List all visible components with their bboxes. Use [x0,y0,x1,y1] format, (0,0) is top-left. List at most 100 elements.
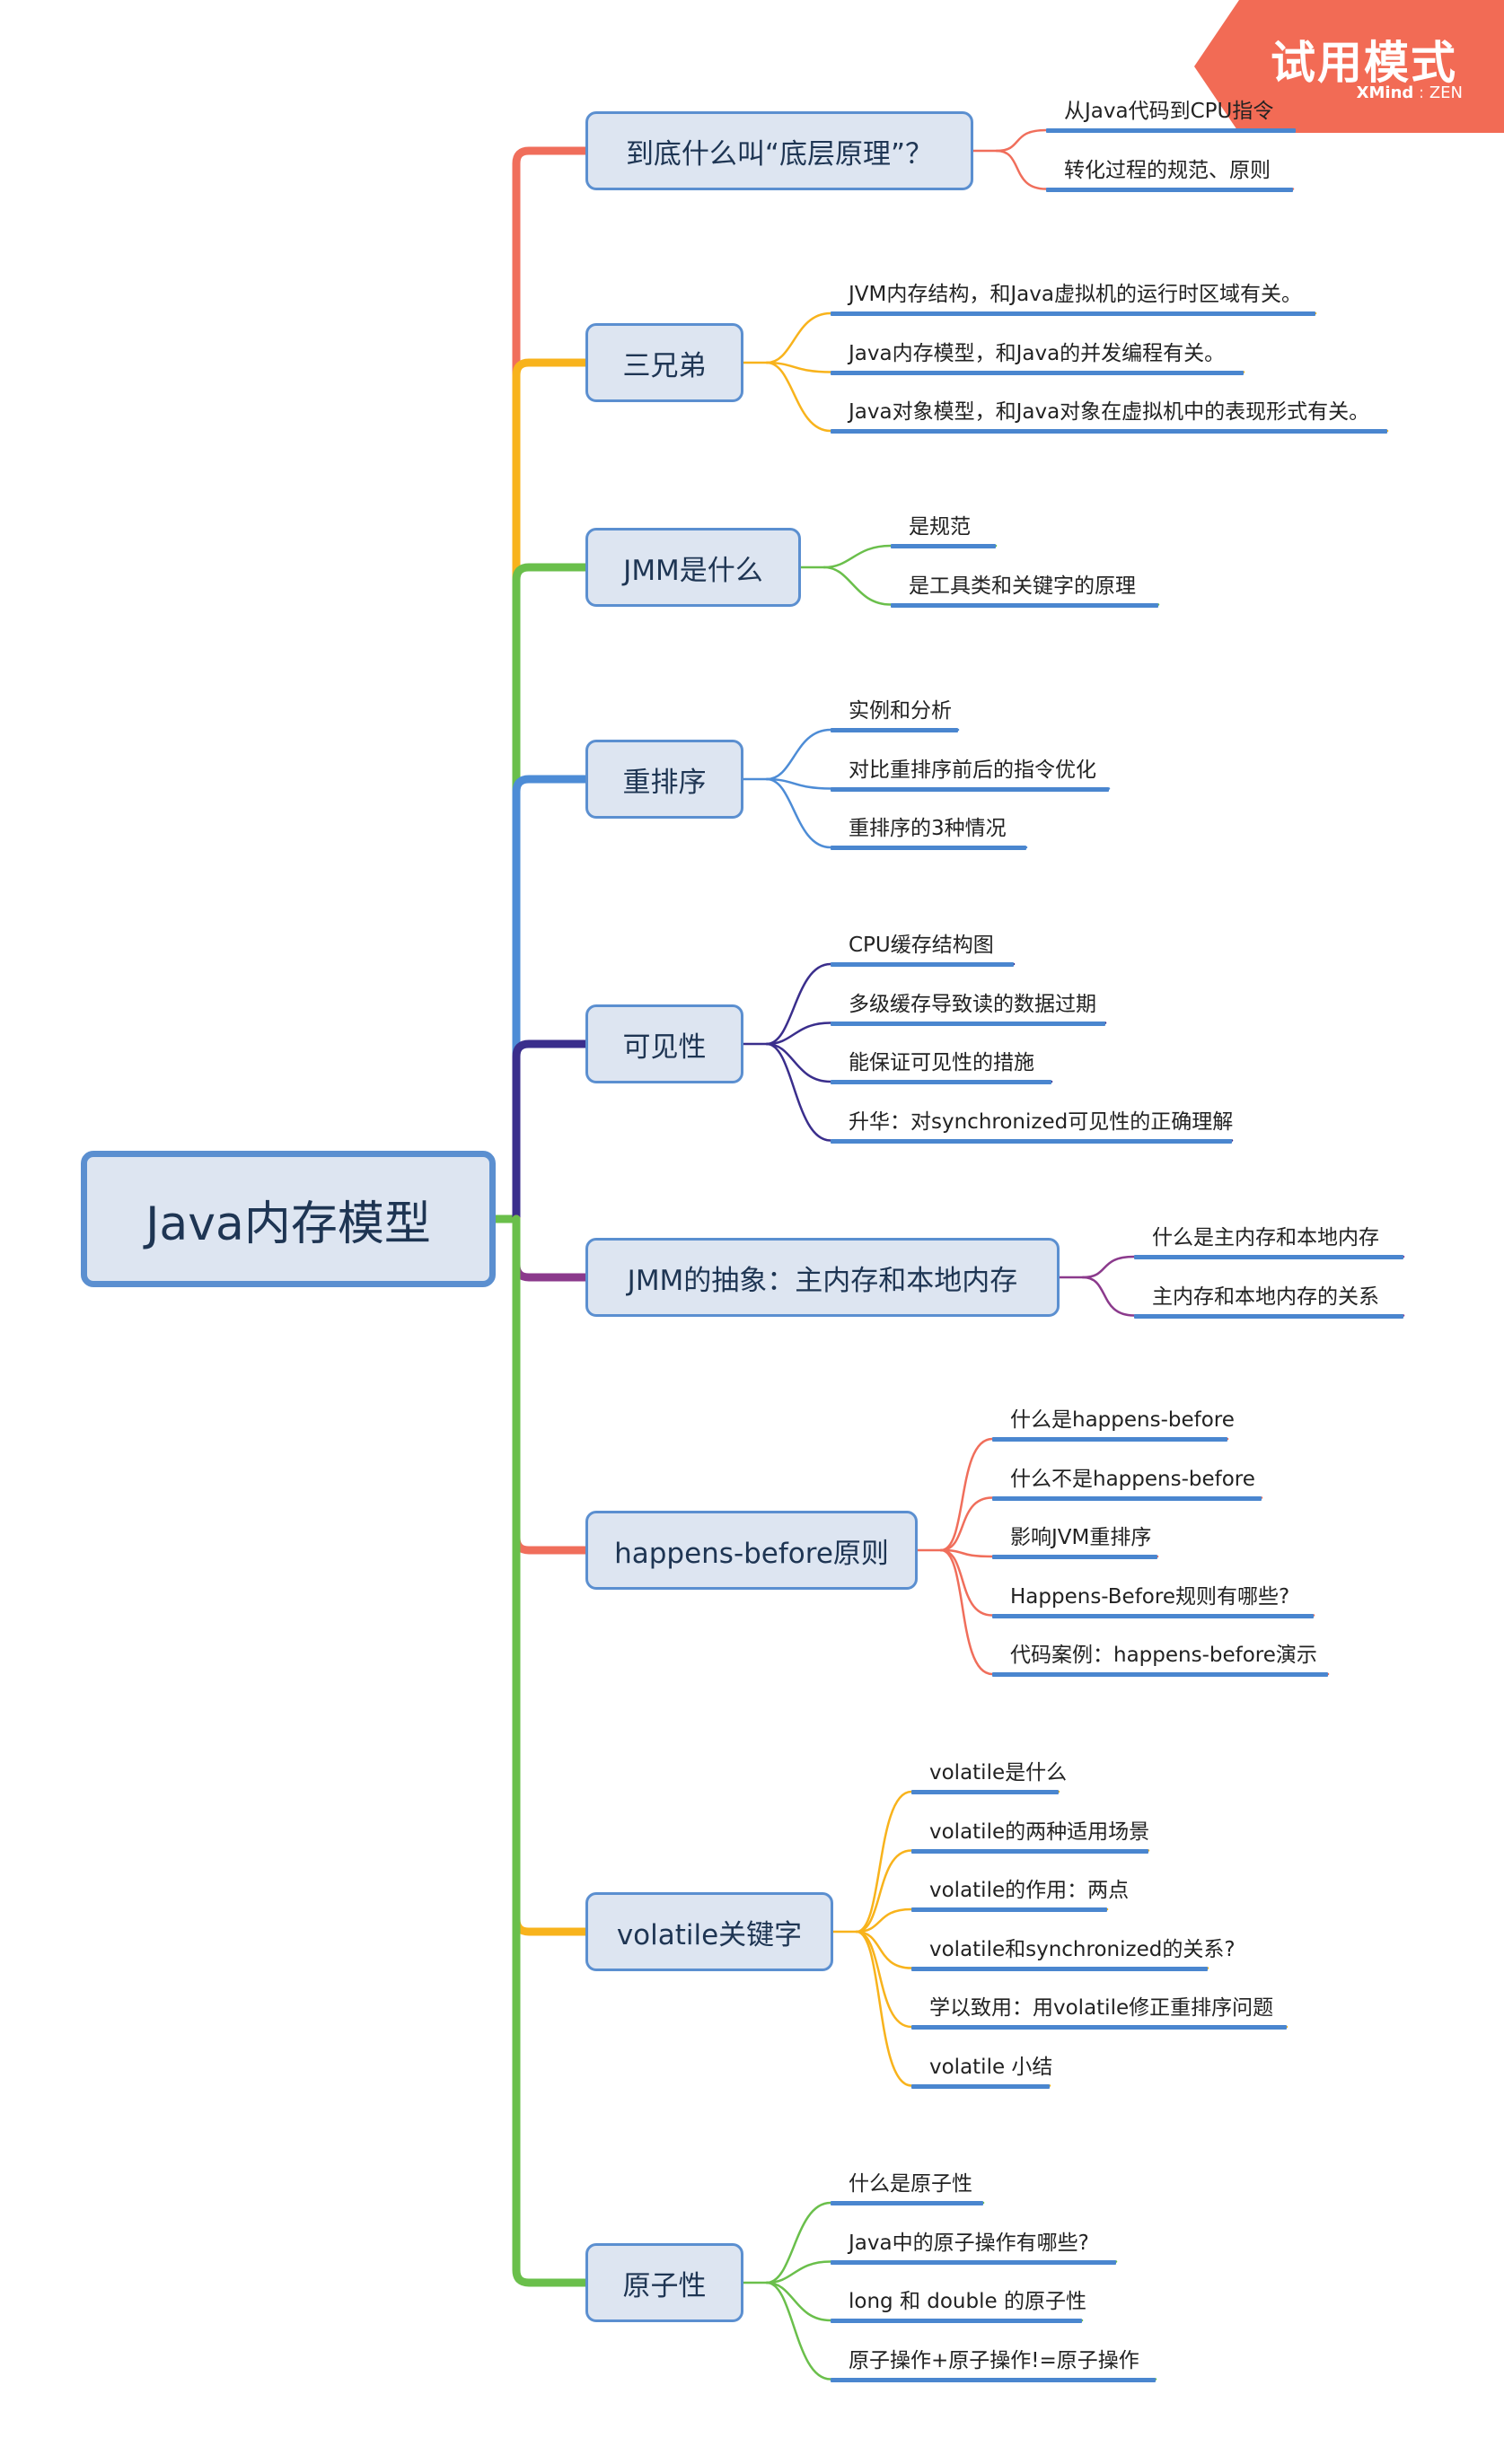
subtopic-underline [831,2201,983,2205]
subtopic-underline [891,602,1158,608]
subtopic-9-4[interactable]: 原子操作+原子操作!=原子操作 [849,2348,1139,2372]
subtopic-underline [911,2083,1050,2089]
subtopic-connector [765,728,960,781]
subtopic-connector [855,1930,1289,2029]
subtopic-2-1[interactable]: JVM内存结构，和Java虚拟机的运行时区域有关。 [849,283,1302,306]
topic-9[interactable]: 原子性 [585,2243,743,2322]
subtopic-underline [1134,1313,1403,1319]
topic-5[interactable]: 可见性 [585,1004,743,1083]
topic-label: 到底什么叫“底层原理”？ [625,137,934,171]
subtopic-underline [831,429,1387,434]
subtopic-8-1[interactable]: volatile是什么 [929,1761,1068,1784]
subtopic-connector [765,2281,1084,2322]
subtopic-underline [831,1021,1105,1026]
subtopic-underline [831,370,1244,375]
subtopic-7-1[interactable]: 什么是happens-before [1010,1408,1235,1432]
subtopic-connector [765,777,1111,790]
subtopic-underline [831,728,958,732]
subtopic-underline [992,1672,1328,1677]
subtopic-4-2[interactable]: 对比重排序前后的指令优化 [849,758,1096,782]
subtopic-6-2[interactable]: 主内存和本地内存的关系 [1152,1285,1379,1309]
trunk-line-4 [512,775,590,1223]
subtopic-underline [992,1613,1314,1618]
subtopic-underline [831,2319,1082,2323]
subtopic-7-3[interactable]: 影响JVM重排序 [1010,1526,1152,1549]
subtopic-connector [765,1022,1107,1046]
trunk-line-3 [512,563,590,1223]
topic-6[interactable]: JMM的抽象：主内存和本地内存 [585,1238,1060,1317]
subtopic-underline [831,311,1315,316]
subtopic-connector [765,361,1245,373]
subtopic-connector [822,544,998,569]
subtopic-connector [855,1790,1060,1933]
topic-1[interactable]: 到底什么叫“底层原理”？ [585,111,973,190]
subtopic-8-3[interactable]: volatile的作用：两点 [929,1879,1130,1902]
subtopic-8-4[interactable]: volatile和synchronized的关系? [929,1937,1236,1961]
subtopic-7-4[interactable]: Happens-Before规则有哪些? [1010,1584,1290,1609]
subtopic-connector [855,1930,1209,1969]
root-topic[interactable]: Java内存模型 [81,1151,496,1287]
subtopic-connector [855,1907,1109,1933]
topic-label: 三兄弟 [622,349,707,382]
trial-mode-badge[interactable]: 试用模式 XMind : ZEN [1194,0,1504,133]
subtopic-8-6[interactable]: volatile 小结 [929,2055,1053,2079]
subtopic-connector [765,1042,1234,1142]
subtopic-8-5[interactable]: 学以致用：用volatile修正重排序问题 [929,1996,1274,2020]
subtopic-underline [831,2259,1116,2265]
topic-8[interactable]: volatile关键字 [585,1892,833,1971]
trunk-line-8 [512,1214,590,1936]
subtopic-connector [765,1042,1053,1083]
subtopic-5-4[interactable]: 升华：对synchronized可见性的正确理解 [849,1109,1234,1134]
subtopic-connector [939,1548,1159,1558]
subtopic-4-3[interactable]: 重排序的3种情况 [849,817,1007,840]
topic-2[interactable]: 三兄弟 [585,323,743,402]
subtopic-connector [939,1548,1330,1676]
subtopic-9-2[interactable]: Java中的原子操作有哪些? [849,2231,1089,2255]
subtopic-1-2[interactable]: 转化过程的规范、原则 [1064,158,1271,182]
trunk-line-7 [512,1214,590,1555]
topic-4[interactable]: 重排序 [585,740,743,819]
subtopic-connector [765,777,1028,849]
subtopic-underline [992,1555,1157,1559]
subtopic-underline [831,962,1014,967]
subtopic-7-5[interactable]: 代码案例：happens-before演示 [1010,1644,1317,1667]
subtopic-connector [822,566,1160,606]
subtopic-underline [831,1080,1051,1084]
subtopic-6-1[interactable]: 什么是主内存和本地内存 [1152,1226,1379,1250]
topic-label: 原子性 [622,2269,707,2302]
subtopic-connector [995,128,1297,153]
trunk-line-1 [512,146,590,1223]
subtopic-7-2[interactable]: 什么不是happens-before [1010,1467,1255,1491]
subtopic-4-1[interactable]: 实例和分析 [849,699,952,723]
subtopic-underline [891,544,996,548]
subtopic-5-2[interactable]: 多级缓存导致读的数据过期 [849,992,1096,1016]
subtopic-5-1[interactable]: CPU缓存结构图 [849,934,994,957]
subtopic-9-3[interactable]: long 和 double 的原子性 [849,2290,1086,2313]
topic-label: happens-before原则 [614,1537,889,1570]
subtopic-8-2[interactable]: volatile的两种适用场景 [929,1820,1150,1844]
topic-3[interactable]: JMM是什么 [585,528,801,607]
subtopic-3-2[interactable]: 是工具类和关键字的原理 [909,574,1136,598]
xmind-brand: XMind : ZEN [1356,83,1463,102]
subtopic-connector [1081,1276,1405,1317]
subtopic-underline [992,1495,1262,1501]
subtopic-9-1[interactable]: 什么是原子性 [849,2172,972,2196]
subtopic-connector [939,1496,1263,1552]
subtopic-5-3[interactable]: 能保证可见性的措施 [849,1051,1034,1074]
subtopic-underline [911,1848,1148,1854]
subtopic-underline [911,2025,1287,2030]
subtopic-2-2[interactable]: Java内存模型，和Java的并发编程有关。 [849,341,1226,365]
subtopic-connector [765,962,1016,1046]
subtopic-3-1[interactable]: 是规范 [909,515,971,539]
subtopic-underline [911,1790,1059,1794]
subtopic-1-1[interactable]: 从Java代码到CPU指令 [1064,100,1274,123]
ribbon-shape [1194,0,1504,133]
topic-7[interactable]: happens-before原则 [585,1511,918,1590]
trunk-line-2 [512,358,590,1223]
subtopic-underline [911,1907,1107,1912]
root-topic-label: Java内存模型 [145,1197,431,1251]
subtopic-connector [939,1548,1315,1617]
subtopic-2-3[interactable]: Java对象模型，和Java对象在虚拟机中的表现形式有关。 [849,400,1370,424]
